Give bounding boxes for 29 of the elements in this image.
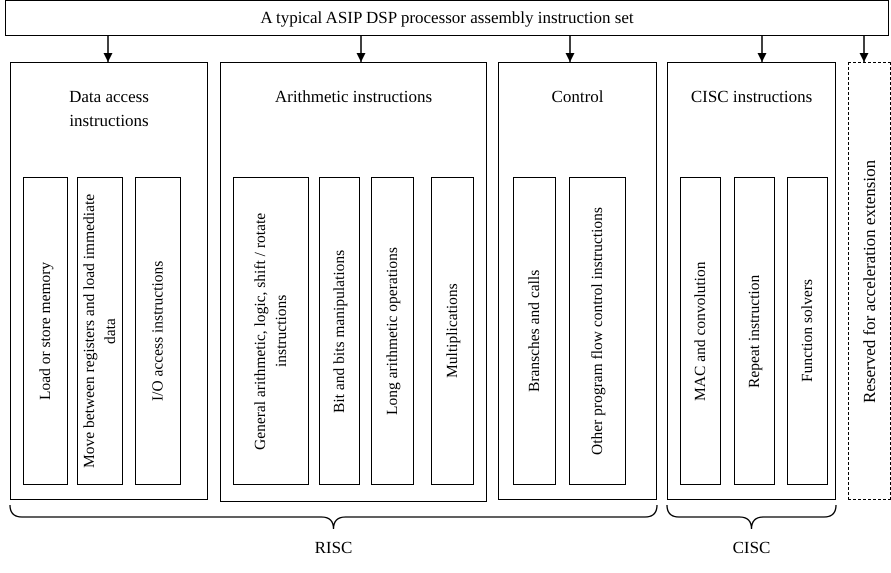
arrow [104, 36, 112, 62]
instruction-box: General arithmetic, logic, shift / rotate instructions [233, 177, 309, 485]
category-title: Arithmetic instructions [274, 86, 434, 108]
category-panel [220, 62, 487, 502]
arrow [566, 36, 574, 62]
instruction-box: Multiplications [431, 177, 474, 485]
instruction-box: Other program flow control instructions [569, 177, 626, 485]
instruction-box: Bransches and calls [513, 177, 556, 485]
arrow [356, 36, 366, 62]
arrow [758, 36, 766, 62]
instruction-box: Move between registers and load immediate data [77, 177, 123, 485]
instruction-box: Load or store memory [23, 177, 68, 485]
group-label: RISC [314, 538, 354, 558]
category-title: Control [550, 86, 604, 108]
instruction-box: Function solvers [787, 177, 828, 485]
instruction-box: Bit and bits manipulations [319, 177, 360, 485]
instruction-box: Long arithmetic operations [371, 177, 414, 485]
category-title: CISC instructions [690, 86, 814, 108]
arrow [860, 36, 868, 62]
instruction-box: I/O access instructions [135, 177, 181, 485]
category-panel [667, 62, 836, 500]
group-label: CISC [732, 538, 772, 558]
category-panel [498, 62, 657, 500]
header-box: A typical ASIP DSP processor assembly instruction set [5, 0, 889, 36]
instruction-box: MAC and convolution [680, 177, 721, 485]
reserved-box: Reserved for acceleration extension [848, 62, 891, 500]
category-panel [10, 62, 208, 500]
category-title: Data access instructions [68, 86, 150, 132]
instruction-box: Repeat instruction [734, 177, 775, 485]
